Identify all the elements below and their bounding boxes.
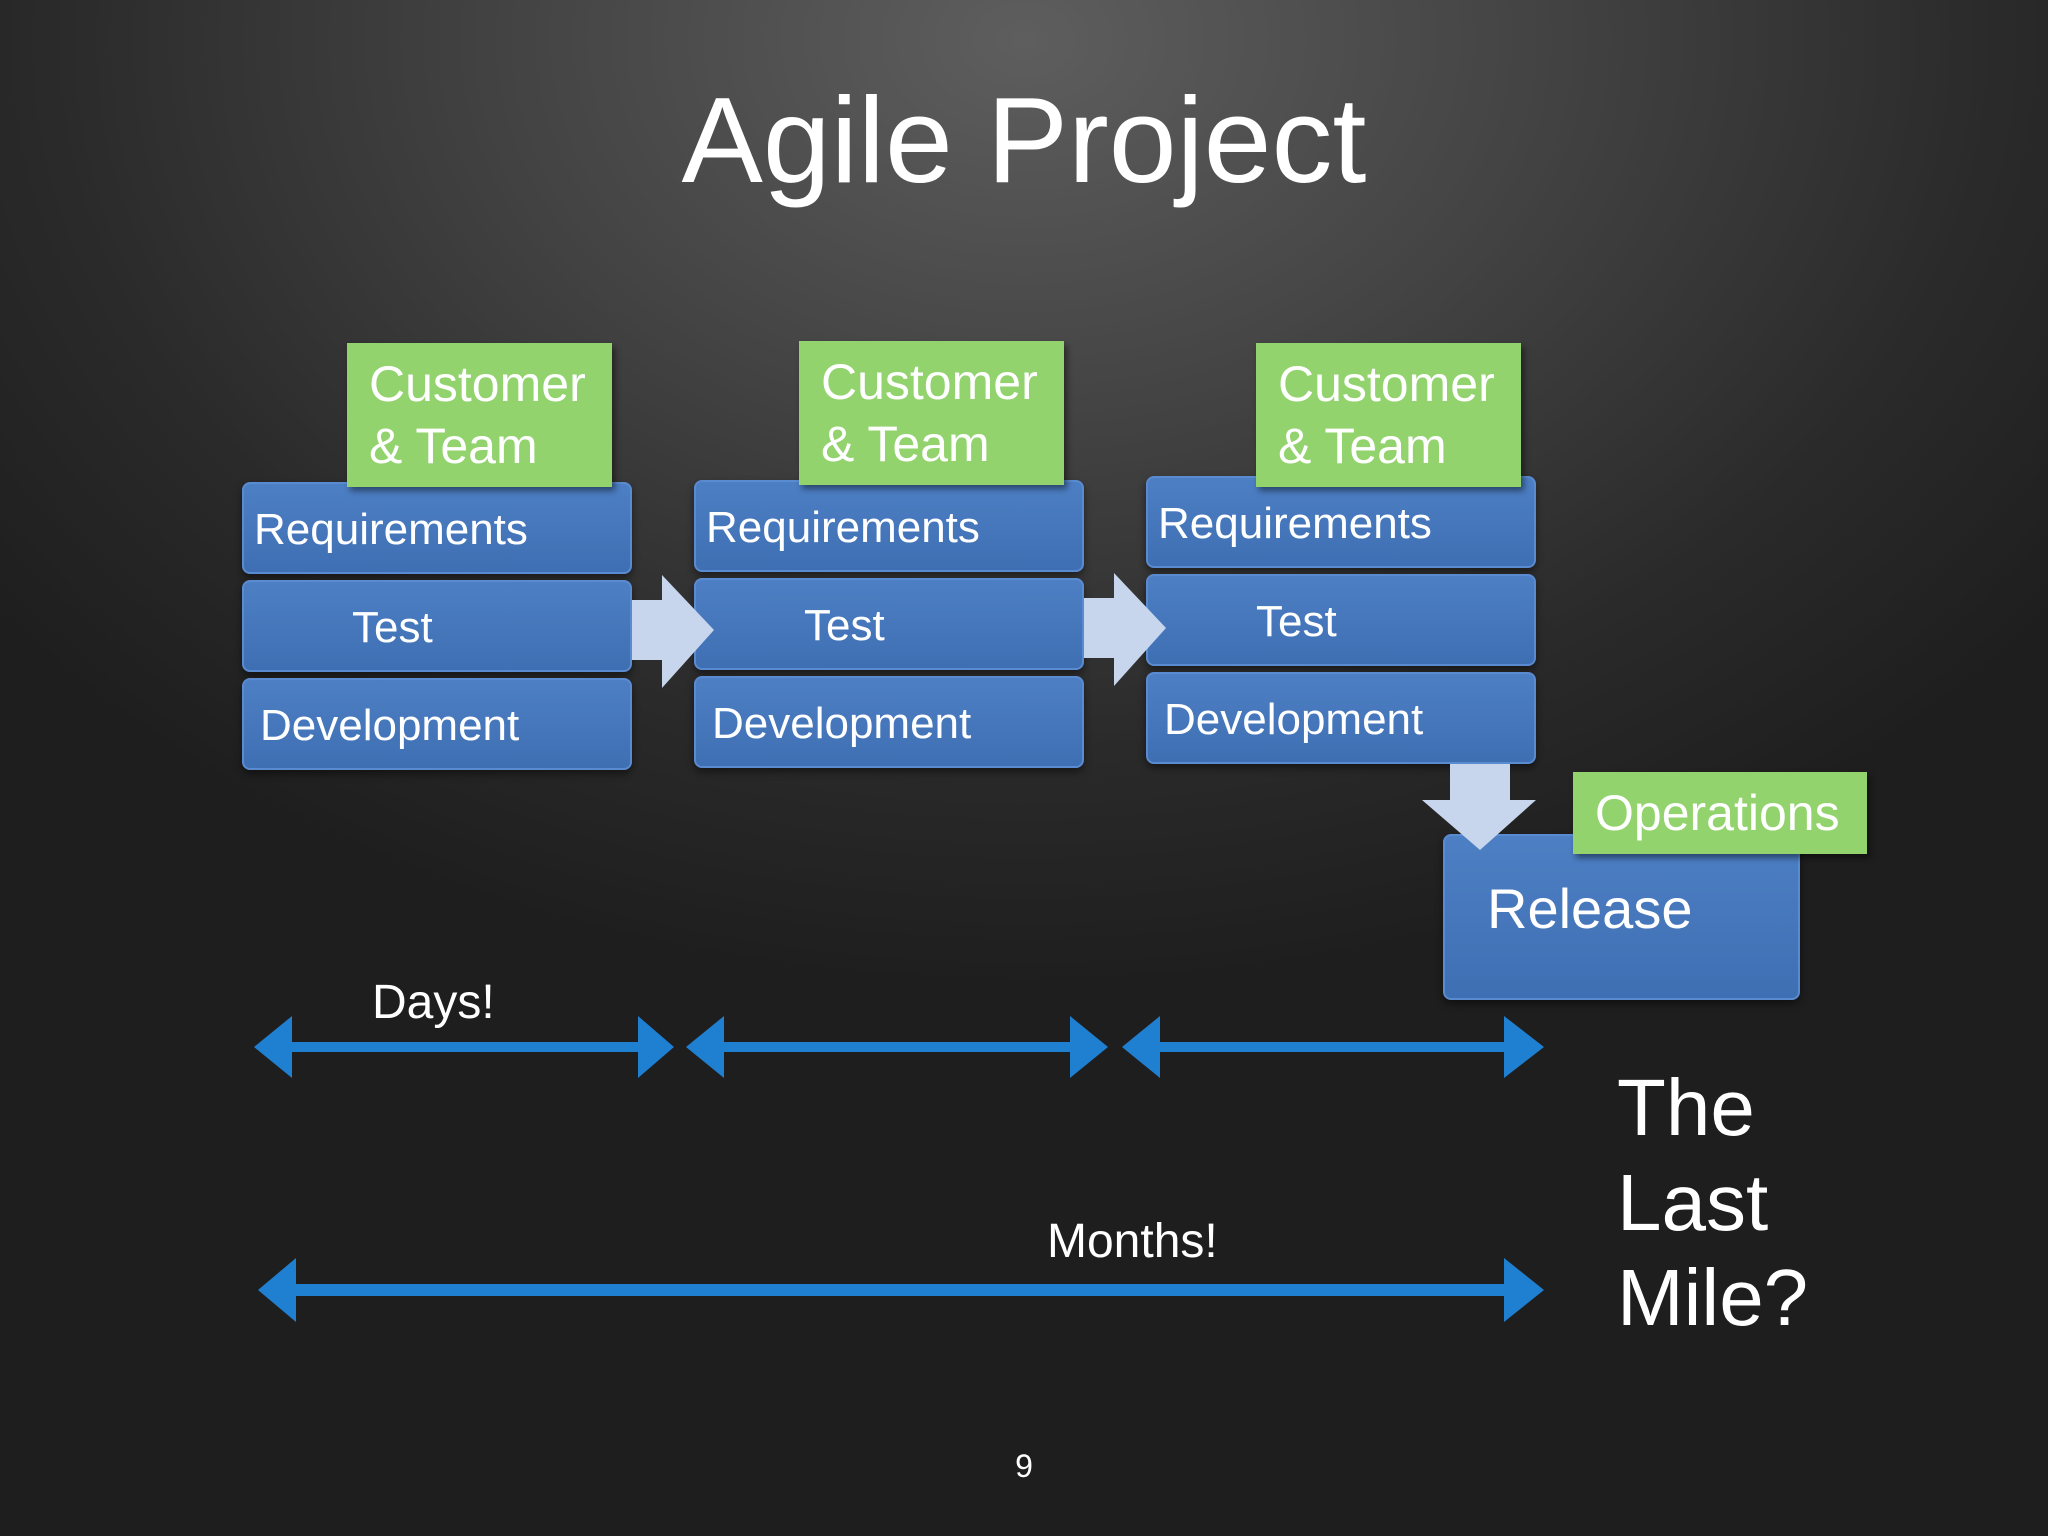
days-arrow-3-icon bbox=[1122, 1016, 1544, 1078]
flow-arrow-1-icon bbox=[632, 575, 714, 688]
release-down-arrow-icon bbox=[1422, 764, 1536, 850]
slide-title: Agile Project bbox=[681, 72, 1367, 208]
iteration-1-team-line-2: & Team bbox=[369, 418, 538, 474]
iteration-1-team-line-1: Customer bbox=[369, 356, 586, 412]
iteration-3-team-line-2: & Team bbox=[1278, 418, 1447, 474]
iteration-3-team-line-1: Customer bbox=[1278, 356, 1495, 412]
last-mile-line-3: Mile? bbox=[1617, 1253, 1809, 1342]
iteration-1-test: Test bbox=[242, 580, 632, 672]
iteration-2-test: Test bbox=[694, 578, 1084, 670]
iteration-1-requirements: Requirements bbox=[242, 482, 632, 574]
flow-arrow-2-icon bbox=[1084, 573, 1166, 686]
days-label: Days! bbox=[372, 976, 495, 1029]
months-label: Months! bbox=[1047, 1215, 1218, 1268]
iteration-2-customer-team: Customer & Team bbox=[799, 341, 1064, 485]
iteration-2-requirements: Requirements bbox=[694, 480, 1084, 572]
iteration-2-development: Development bbox=[694, 676, 1084, 768]
iteration-2-team-line-1: Customer bbox=[821, 354, 1038, 410]
days-arrow-2-icon bbox=[686, 1016, 1108, 1078]
release-box: Release bbox=[1443, 834, 1800, 1000]
months-arrow-icon bbox=[258, 1258, 1544, 1322]
iteration-3-customer-team: Customer & Team bbox=[1256, 343, 1521, 487]
days-arrow-1-icon bbox=[254, 1016, 674, 1078]
iteration-1-development: Development bbox=[242, 678, 632, 770]
iteration-2-team-line-2: & Team bbox=[821, 416, 990, 472]
last-mile-line-1: The bbox=[1617, 1063, 1755, 1152]
iteration-3-development: Development bbox=[1146, 672, 1536, 764]
days-timeline bbox=[254, 1016, 1544, 1078]
page-number: 9 bbox=[1015, 1448, 1033, 1484]
last-mile-line-2: Last bbox=[1617, 1158, 1769, 1247]
iteration-3-test: Test bbox=[1146, 574, 1536, 666]
operations-box: Operations bbox=[1573, 772, 1867, 854]
iteration-1-customer-team: Customer & Team bbox=[347, 343, 612, 487]
last-mile-text: The Last Mile? bbox=[1617, 1060, 1808, 1345]
